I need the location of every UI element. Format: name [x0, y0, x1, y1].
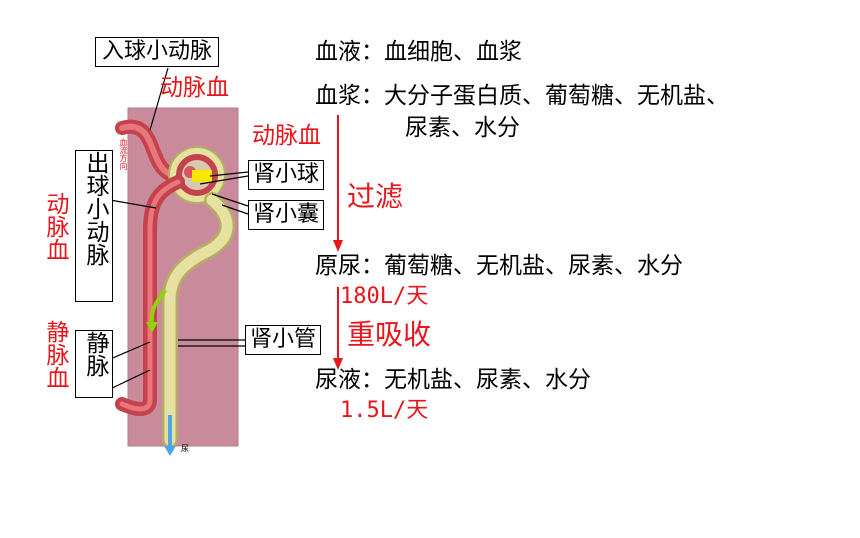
green-arrow [149, 289, 167, 326]
urine-volume: 1.5L/天 [340, 398, 429, 423]
primary-urine-volume: 180L/天 [340, 284, 429, 309]
urine-small-label: 尿 [181, 444, 189, 453]
blood-composition: 血液：血细胞、血浆 [315, 39, 522, 65]
primary-urine-composition: 原尿：葡萄糖、无机盐、尿素、水分 [315, 253, 683, 279]
filtration-label: 过滤 [347, 180, 404, 213]
afferent-blood-label: 动脉血 [160, 75, 229, 101]
capsule-label: 肾小囊 [248, 200, 325, 230]
efferent-arteriole-label: 出球小动脉 [75, 150, 113, 302]
efferent-blood-label: 动脉血 [42, 192, 68, 261]
plasma-composition-1: 血浆：大分子蛋白质、葡萄糖、无机盐、 [315, 83, 729, 109]
flow-direction-label: 血流方向 [119, 138, 128, 170]
arterial-blood-label: 动脉血 [252, 123, 321, 149]
tubule-label: 肾小管 [245, 325, 322, 355]
reabsorption-label: 重吸收 [347, 318, 432, 351]
filtrate-highlight [192, 170, 212, 182]
afferent-arteriole-label: 入球小动脉 [95, 37, 220, 67]
plasma-composition-2: 尿素、水分 [405, 115, 520, 141]
glomerulus-label: 肾小球 [248, 160, 325, 190]
urine-composition: 尿液：无机盐、尿素、水分 [315, 367, 591, 393]
vein-blood-label: 静脉血 [42, 320, 68, 389]
vein-label: 静脉 [75, 330, 113, 398]
